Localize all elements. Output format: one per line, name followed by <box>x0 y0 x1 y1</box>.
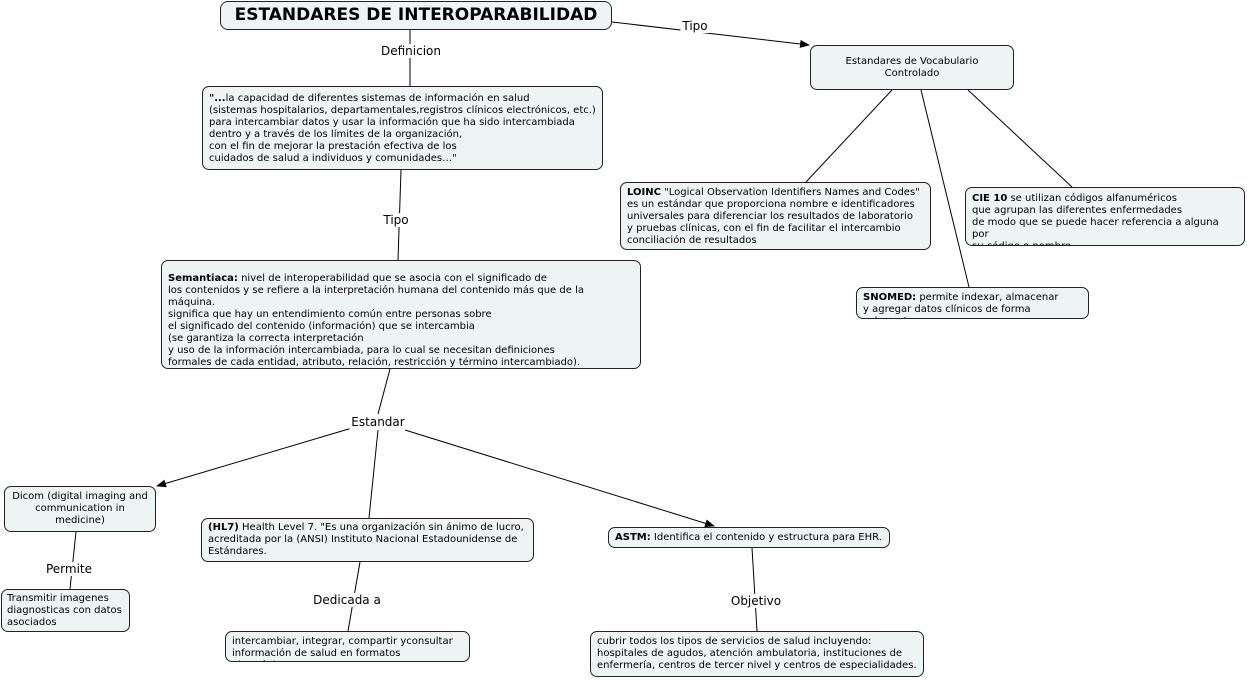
link-estandar-dicom <box>156 427 353 488</box>
node-loinc-text: "Logical Observation Identifiers Names a… <box>627 187 920 246</box>
node-intercambiar: intercambiar, integrar, compartir yconsu… <box>225 631 470 662</box>
node-vocabulario-controlado: Estandares de Vocabulario Controlado <box>810 45 1014 90</box>
node-snomed-text: permite indexar, almacenar y agregar dat… <box>863 292 1059 318</box>
node-transmitir: Transmitir imagenes diagnosticas con dat… <box>1 589 130 632</box>
link-label-tipo-top: Tipo <box>680 19 710 33</box>
node-semantica-bold: Semantiaca: <box>168 273 238 284</box>
node-cie10: CIE 10 se utilizan códigos alfanuméricos… <box>965 187 1245 246</box>
node-cie10-text: se utilizan códigos alfanuméricos que ag… <box>972 193 1219 245</box>
node-definicion-text: la capacidad de diferentes sistemas de i… <box>209 93 596 164</box>
node-definicion: "...la capacidad de diferentes sistemas … <box>202 86 603 170</box>
node-semantica: Semantiaca: nivel de interoperabilidad q… <box>161 260 641 369</box>
diagram-title: ESTANDARES DE INTEROPARABILIDAD <box>220 1 612 30</box>
link-dicom-transmitir <box>69 531 77 590</box>
node-cie10-bold: CIE 10 <box>972 193 1008 204</box>
link-vocab-cie <box>967 89 1073 188</box>
link-label-objetivo: Objetivo <box>728 594 784 608</box>
node-astm-text: Identifica el contenido y estructura par… <box>650 532 882 543</box>
node-snomed-bold: SNOMED: <box>863 292 917 303</box>
link-astm-cubrir <box>751 547 758 632</box>
link-label-permite: Permite <box>43 562 95 576</box>
link-label-definicion: Definicion <box>379 44 443 58</box>
node-dicom: Dicom (digital imaging and communication… <box>4 486 156 532</box>
link-label-dedicada: Dedicada a <box>311 593 383 607</box>
link-label-estandar: Estandar <box>349 415 407 429</box>
node-hl7: (HL7) Health Level 7. "Es una organizaci… <box>201 518 534 562</box>
link-title-vocab <box>611 21 810 48</box>
node-hl7-text: Health Level 7. "Es una organización sin… <box>208 522 524 557</box>
node-hl7-bold: (HL7) <box>208 522 239 533</box>
link-vocab-loinc <box>805 89 893 183</box>
link-vocab-snomed <box>920 89 970 288</box>
link-estandar-hl7 <box>368 429 379 519</box>
node-loinc: LOINC "Logical Observation Identifiers N… <box>620 182 931 250</box>
node-semantica-text: nivel de interoperabilidad que se asocia… <box>168 273 584 368</box>
link-semantica-estandar <box>377 368 391 415</box>
link-label-tipo-mid: Tipo <box>381 213 411 227</box>
node-snomed: SNOMED: permite indexar, almacenar y agr… <box>856 287 1089 319</box>
link-estandar-astm <box>404 429 715 528</box>
node-cubrir: cubrir todos los tipos de servicios de s… <box>590 631 924 677</box>
node-definicion-bold: "... <box>209 93 226 104</box>
node-loinc-bold: LOINC <box>627 187 661 198</box>
node-astm: ASTM: Identifica el contenido y estructu… <box>608 527 890 548</box>
node-astm-bold: ASTM: <box>615 532 651 543</box>
